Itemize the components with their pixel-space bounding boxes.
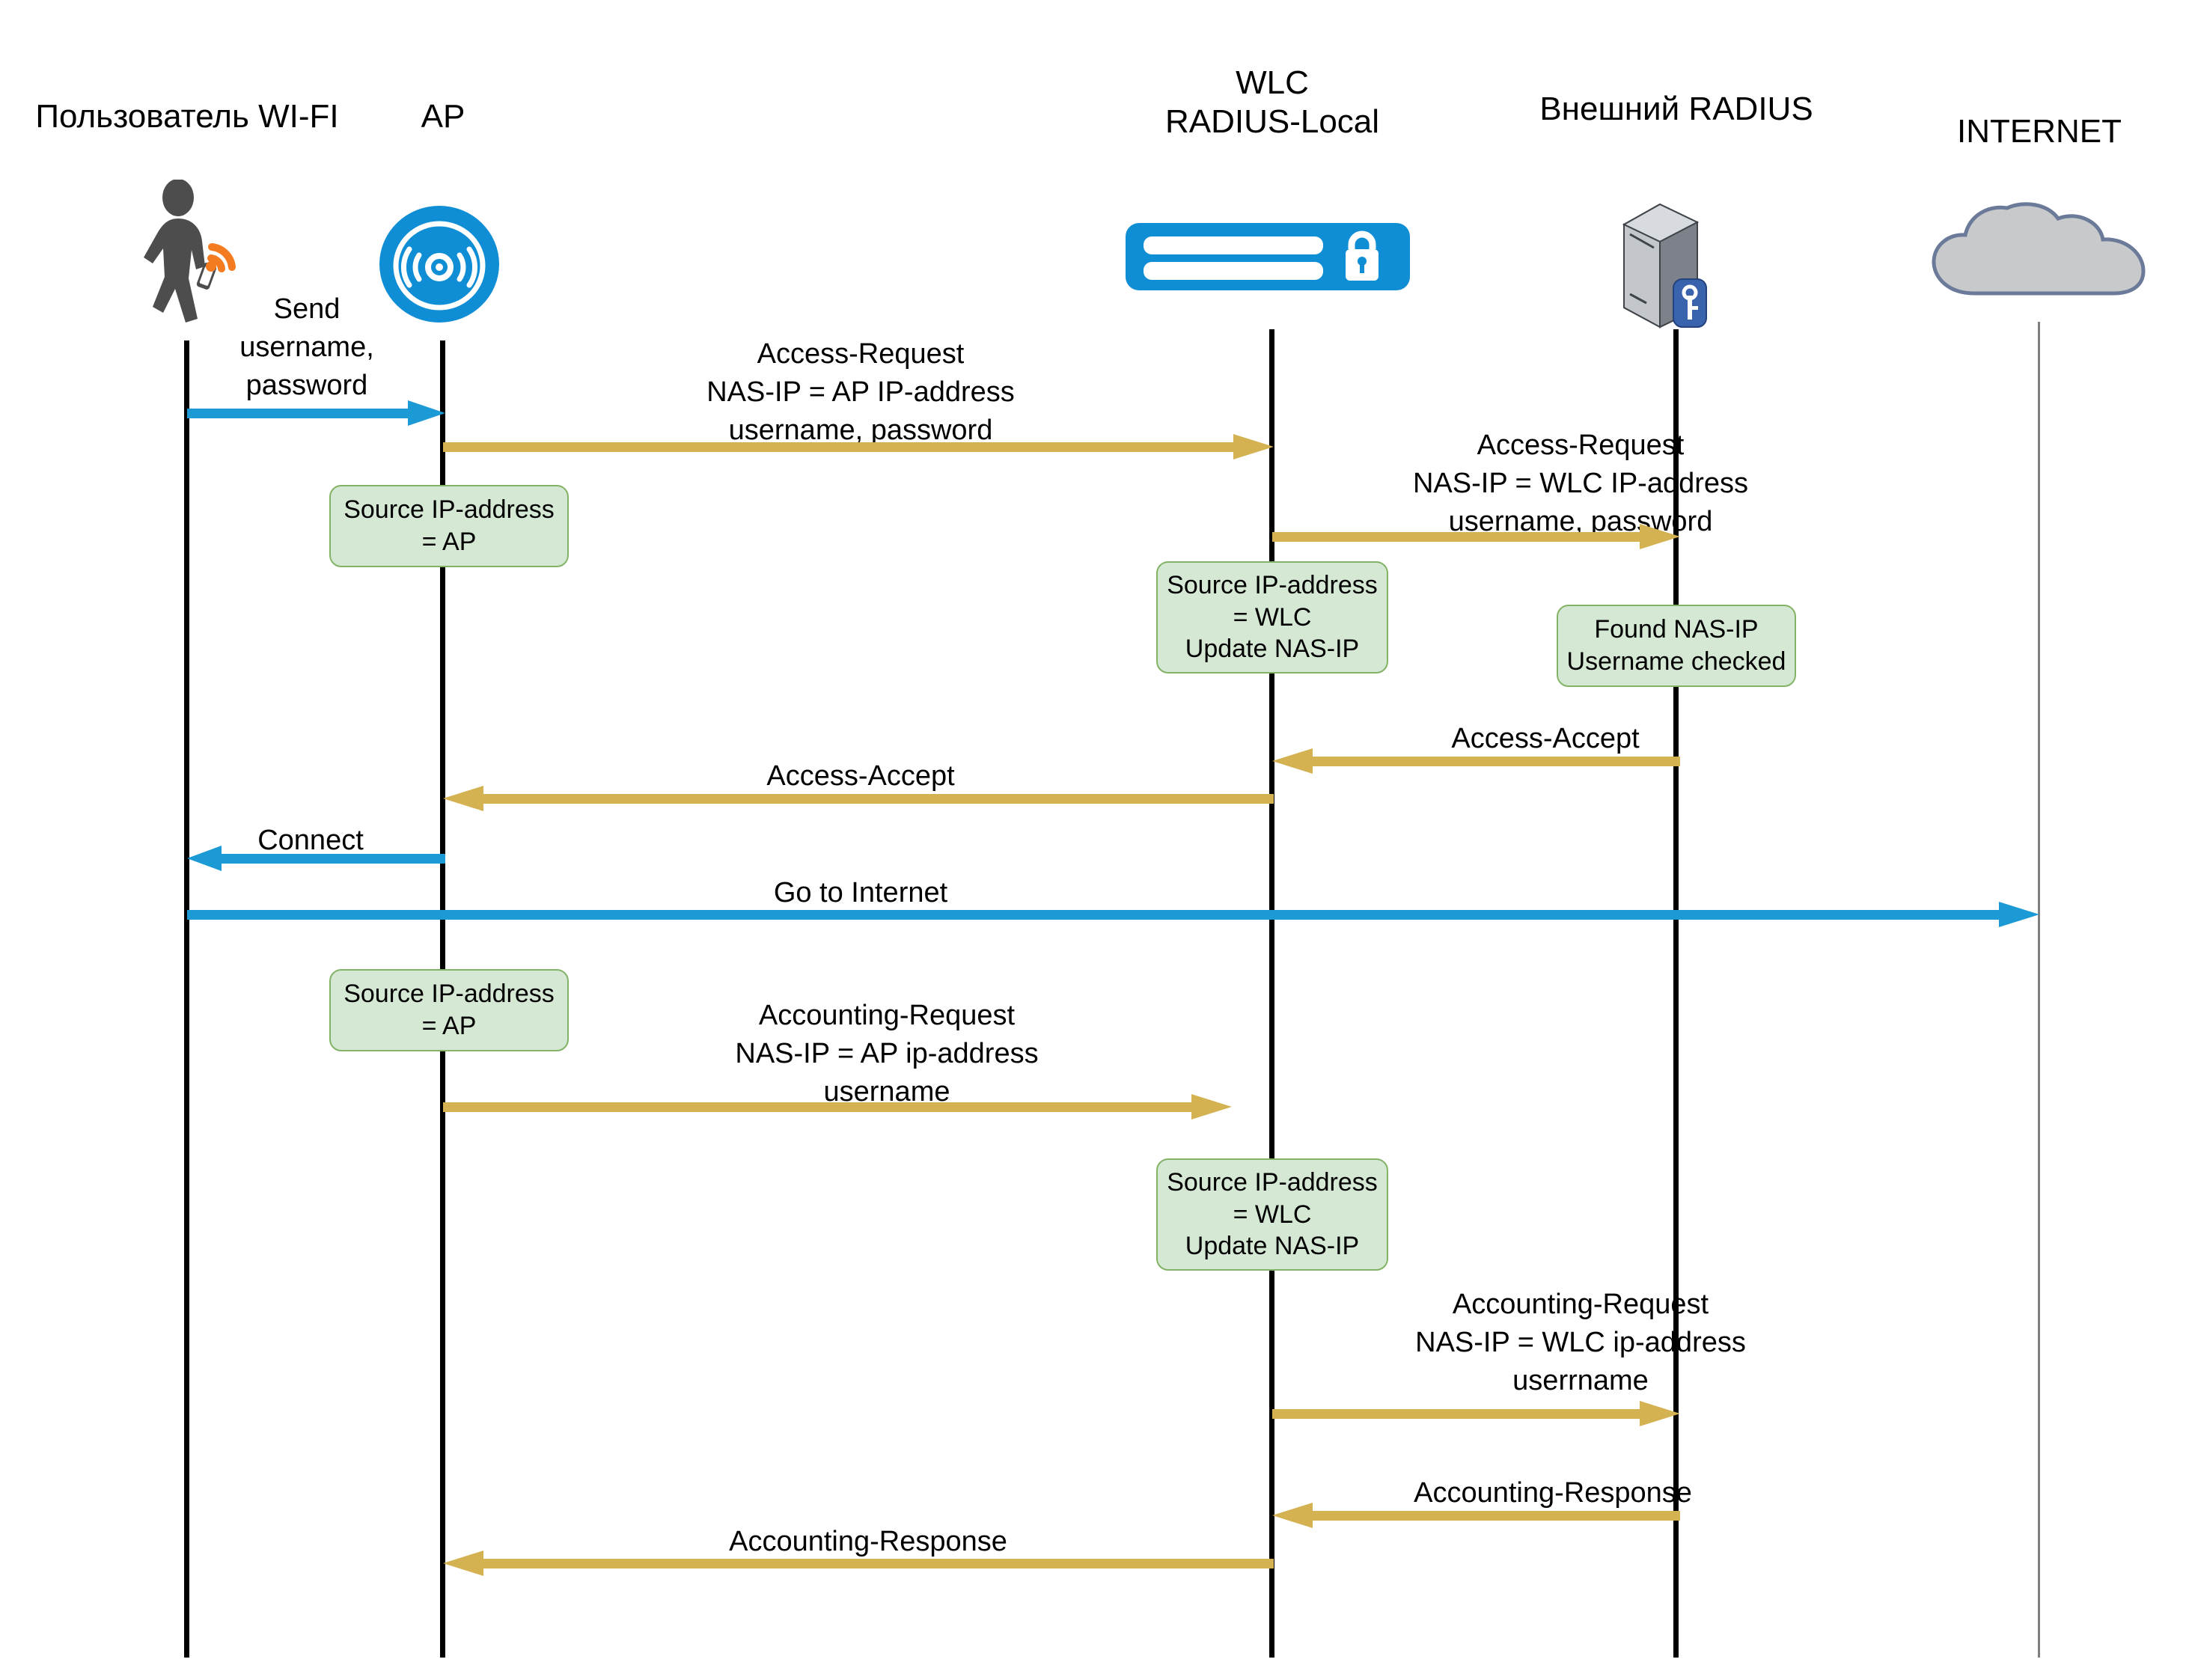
note-source-ip-wlc-auth: Source IP-address = WLC Update NAS-IP [1156,561,1388,673]
message-label-go-to-internet: Go to Internet [773,877,948,908]
note-found-nas-ip: Found NAS-IP Username checked [1557,605,1796,687]
message-label-accounting-response-radius: Accounting-Response [1414,1477,1692,1509]
message-label-connect: Connect [257,825,364,856]
message-label-accounting-response-wlc: Accounting-Response [729,1526,1007,1557]
message-arrow-connect [187,846,445,871]
message-label-accounting-request-ap: Accounting-Request NAS-IP = AP ip-addres… [735,1000,1039,1108]
actor-label-user: Пользователь WI-FI [35,98,339,135]
message-label-access-accept-radius: Access-Accept [1451,723,1640,754]
message-arrow-accounting-request-wlc [1272,1401,1680,1426]
message-arrow-go-to-internet [187,902,2039,927]
access-point-icon [376,206,503,326]
note-source-ip-wlc-accounting: Source IP-address = WLC Update NAS-IP [1156,1158,1388,1271]
message-arrow-accounting-response-wlc [443,1551,1274,1576]
message-arrow-send-credentials [187,400,445,426]
message-arrow-access-accept-wlc [443,786,1274,811]
cloud-icon [1931,202,2148,299]
lifeline-user [184,340,189,1658]
note-source-ip-ap-auth: Source IP-address = AP [329,485,569,567]
message-arrow-access-request-ap [443,434,1274,459]
message-arrow-accounting-request-ap [443,1094,1272,1120]
walking-person-with-phone-icon [133,179,245,326]
message-label-access-accept-wlc: Access-Accept [766,760,955,792]
lifeline-internet [2038,322,2040,1658]
actor-label-radius: Внешний RADIUS [1539,91,1813,127]
message-label-accounting-request-wlc: Accounting-Request NAS-IP = WLC ip-addre… [1415,1289,1746,1396]
external-radius-server-icon [1615,198,1727,329]
lifeline-radius [1673,329,1679,1658]
lifeline-wlc [1269,329,1274,1658]
actor-label-ap: AP [421,98,465,135]
message-arrow-accounting-response-radius [1272,1503,1680,1528]
wlc-radius-server-icon [1126,223,1410,290]
actor-label-internet: INTERNET [1957,113,2122,150]
actor-label-wlc: WLC RADIUS-Local [1164,64,1380,140]
message-label-access-request-ap: Access-Request NAS-IP = AP IP-address us… [706,338,1015,446]
message-arrow-access-request-wlc [1272,524,1680,549]
note-source-ip-ap-accounting: Source IP-address = AP [329,969,569,1051]
message-label-send-credentials: Send username, password [239,293,374,401]
message-arrow-access-accept-radius [1272,748,1680,774]
